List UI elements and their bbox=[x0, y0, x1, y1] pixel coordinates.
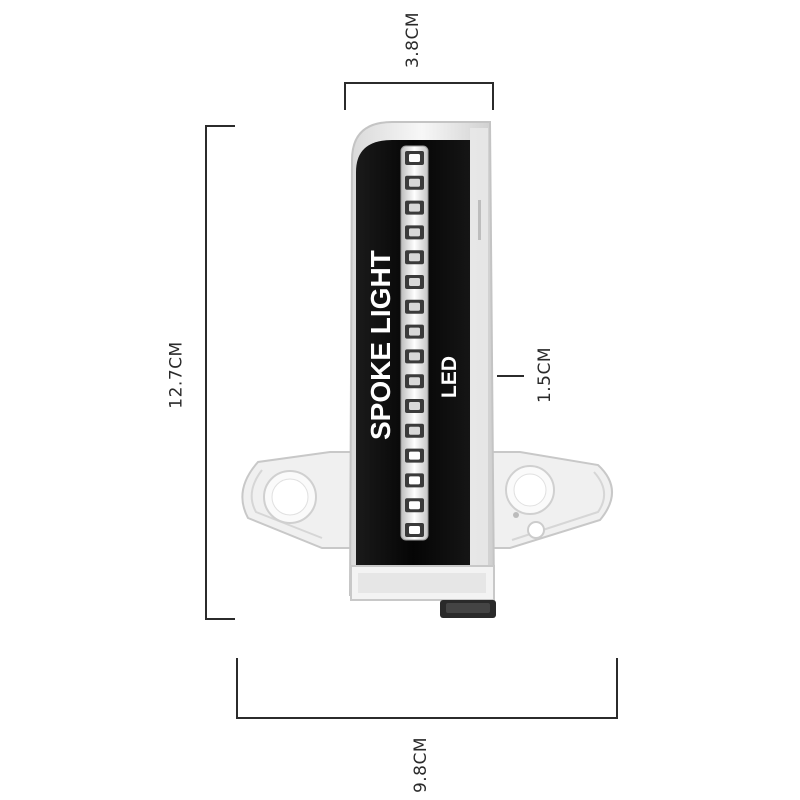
led-chip bbox=[409, 526, 420, 534]
led-chip bbox=[409, 402, 420, 410]
led-strip bbox=[400, 145, 429, 541]
product-subtitle-text: LED bbox=[438, 356, 461, 398]
led-chip bbox=[409, 154, 420, 162]
led-chip bbox=[409, 203, 420, 212]
led-chip bbox=[409, 228, 420, 237]
led-chip bbox=[409, 476, 420, 485]
power-button bbox=[440, 600, 496, 618]
led-chip bbox=[409, 377, 420, 386]
led-chip bbox=[409, 278, 420, 286]
led-chip bbox=[409, 178, 420, 187]
led-chip bbox=[409, 451, 420, 460]
product-title-text: SPOKE LIGHT bbox=[365, 250, 396, 440]
led-chip bbox=[409, 253, 420, 262]
led-chip bbox=[409, 426, 420, 435]
led-column bbox=[405, 151, 424, 537]
led-chip bbox=[409, 352, 420, 361]
led-chip bbox=[409, 327, 420, 336]
right-thumb-screw bbox=[505, 465, 555, 515]
led-chip bbox=[409, 302, 420, 311]
left-thumb-screw bbox=[263, 470, 317, 524]
led-chip bbox=[409, 501, 420, 510]
